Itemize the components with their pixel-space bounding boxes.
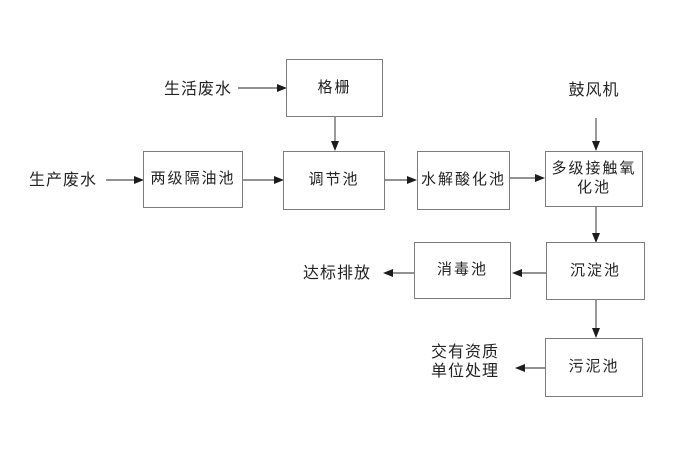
label-blower: 鼓风机 xyxy=(568,82,620,99)
arrow-blower-to-contact-oxidation xyxy=(592,118,600,151)
arrow-contact-oxidation-to-sedimentation xyxy=(592,207,600,243)
arrow-sludge-to-qualified-unit xyxy=(515,364,545,372)
node-multistage-contact-oxidation-tank-label: 多级接触氧 化池 xyxy=(551,161,637,196)
label-discharge-up-to-standard: 达标排放 xyxy=(302,265,371,282)
arrow-grid-to-regulating xyxy=(331,117,339,151)
arrow-sedimentation-to-disinfection xyxy=(512,269,546,277)
node-disinfection-tank-label: 消毒池 xyxy=(436,262,488,278)
node-two-stage-oil-separator: 两级隔油池 xyxy=(143,151,243,208)
node-regulating-tank: 调节池 xyxy=(283,151,385,210)
node-grid-screen-label: 格栅 xyxy=(317,79,352,96)
node-two-stage-oil-separator-label: 两级隔油池 xyxy=(150,171,236,187)
arrow-production-to-oil-separator xyxy=(106,176,144,184)
arrow-oil-separator-to-regulating xyxy=(243,176,284,184)
node-sludge-tank-label: 污泥池 xyxy=(568,359,620,375)
node-hydrolysis-acidification-tank: 水解酸化池 xyxy=(417,151,510,210)
label-qualified-unit-disposal: 交有资质 单位处理 xyxy=(431,344,500,380)
arrow-sedimentation-to-sludge xyxy=(592,300,600,338)
label-domestic-wastewater: 生活废水 xyxy=(163,81,232,98)
node-grid-screen: 格栅 xyxy=(286,59,383,117)
node-regulating-tank-label: 调节池 xyxy=(308,172,360,188)
node-sedimentation-tank: 沉淀池 xyxy=(546,242,645,300)
arrow-disinfection-to-discharge xyxy=(383,269,414,277)
node-multistage-contact-oxidation-tank: 多级接触氧 化池 xyxy=(545,151,643,207)
node-disinfection-tank: 消毒池 xyxy=(414,242,511,299)
arrow-domestic-to-grid xyxy=(238,84,287,92)
node-sedimentation-tank-label: 沉淀池 xyxy=(569,262,621,279)
label-production-wastewater: 生产废水 xyxy=(28,172,97,189)
arrow-hydrolysis-to-contact-oxidation xyxy=(510,174,545,182)
node-hydrolysis-acidification-tank-label: 水解酸化池 xyxy=(420,172,506,188)
node-sludge-tank: 污泥池 xyxy=(545,338,643,397)
